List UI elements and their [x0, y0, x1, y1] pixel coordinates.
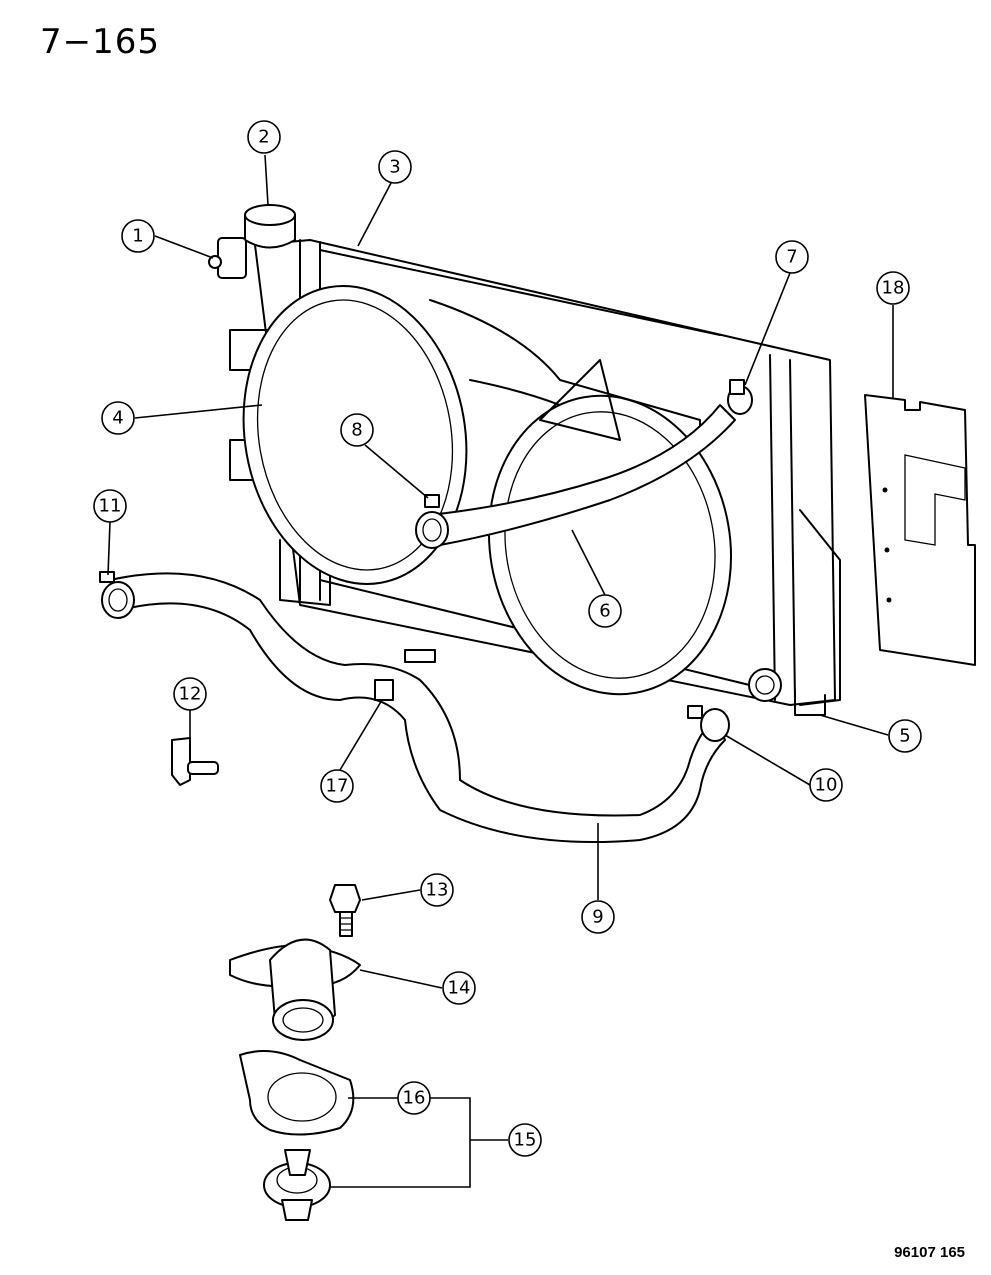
svg-text:15: 15 — [514, 1130, 537, 1151]
diagram-code: 96107 165 — [894, 1244, 965, 1261]
page-title: 7−165 — [40, 22, 161, 62]
callout-6: 6 — [588, 594, 622, 628]
svg-text:9: 9 — [592, 907, 603, 928]
thermostat-housing — [229, 938, 361, 1041]
svg-text:4: 4 — [112, 408, 123, 429]
svg-text:12: 12 — [179, 684, 202, 705]
svg-text:10: 10 — [815, 775, 838, 796]
radiator-cap — [244, 204, 296, 249]
upper-radiator-hose — [415, 379, 753, 549]
svg-text:5: 5 — [899, 726, 910, 747]
callout-14: 14 — [442, 971, 476, 1005]
gasket — [239, 1050, 355, 1136]
callout-17: 17 — [320, 769, 354, 803]
callout-4: 4 — [101, 401, 135, 435]
air-seal — [864, 394, 976, 666]
svg-text:1: 1 — [132, 226, 143, 247]
svg-text:16: 16 — [403, 1088, 426, 1109]
svg-text:11: 11 — [99, 496, 122, 517]
svg-text:2: 2 — [258, 127, 269, 148]
callout-11: 11 — [93, 489, 127, 523]
callout-18: 18 — [876, 271, 910, 305]
callout-5: 5 — [888, 719, 922, 753]
bolt — [329, 884, 361, 937]
callout-13: 13 — [420, 873, 454, 907]
svg-text:13: 13 — [426, 880, 449, 901]
svg-text:8: 8 — [351, 420, 362, 441]
callout-9: 9 — [581, 900, 615, 934]
callout-2: 2 — [247, 120, 281, 154]
callout-1: 1 — [121, 219, 155, 253]
hose-bracket — [171, 737, 219, 786]
svg-text:17: 17 — [326, 776, 349, 797]
svg-text:6: 6 — [599, 601, 610, 622]
callout-16: 16 — [397, 1081, 431, 1115]
svg-text:3: 3 — [389, 157, 400, 178]
callout-8: 8 — [340, 413, 374, 447]
drain-cock — [208, 237, 247, 279]
thermostat — [263, 1149, 331, 1221]
callout-12: 12 — [173, 677, 207, 711]
svg-text:7: 7 — [786, 247, 797, 268]
callout-3: 3 — [378, 150, 412, 184]
svg-text:18: 18 — [882, 278, 905, 299]
callout-7: 7 — [775, 240, 809, 274]
svg-text:14: 14 — [448, 978, 471, 999]
callout-10: 10 — [809, 768, 843, 802]
lower-radiator-hose — [99, 571, 730, 843]
leader-lines — [107, 154, 894, 1188]
radiator-outlet — [748, 668, 782, 702]
callout-15: 15 — [508, 1123, 542, 1157]
